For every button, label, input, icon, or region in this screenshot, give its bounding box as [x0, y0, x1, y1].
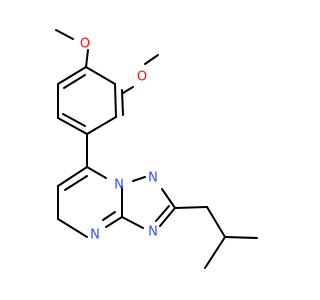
bond — [122, 86, 134, 94]
bond — [57, 66, 87, 85]
atom-label-oxygen: O — [80, 37, 90, 52]
bond — [57, 218, 88, 238]
bond — [85, 49, 89, 68]
bond — [86, 116, 117, 135]
bond — [159, 207, 176, 227]
bond — [64, 175, 88, 191]
bond — [86, 166, 107, 179]
bond — [63, 74, 86, 89]
bond — [206, 206, 226, 238]
bond — [85, 66, 116, 85]
bond — [155, 205, 170, 222]
bond — [121, 89, 124, 116]
bond — [174, 206, 208, 209]
atom-label-nitrogen: N — [148, 171, 158, 186]
bond — [102, 211, 116, 221]
bond — [144, 54, 159, 65]
bond — [105, 216, 123, 228]
bond — [224, 236, 258, 239]
bond — [57, 166, 88, 187]
atom-label-nitrogen: N — [90, 228, 100, 243]
bond — [57, 117, 88, 135]
bond — [62, 113, 86, 127]
molecule-structure: O O N N N N — [55, 29, 258, 269]
atom-label-nitrogen: N — [148, 225, 158, 240]
bond — [132, 176, 146, 182]
atom-label-oxygen: O — [137, 70, 147, 85]
atom-label-nitrogen: N — [114, 178, 124, 193]
bond — [121, 216, 144, 229]
bond-group — [55, 29, 258, 269]
bond — [114, 83, 117, 118]
bond — [204, 236, 226, 269]
molecule-canvas: O O N N N N — [55, 29, 258, 269]
bond — [161, 188, 176, 209]
bond — [55, 29, 74, 40]
